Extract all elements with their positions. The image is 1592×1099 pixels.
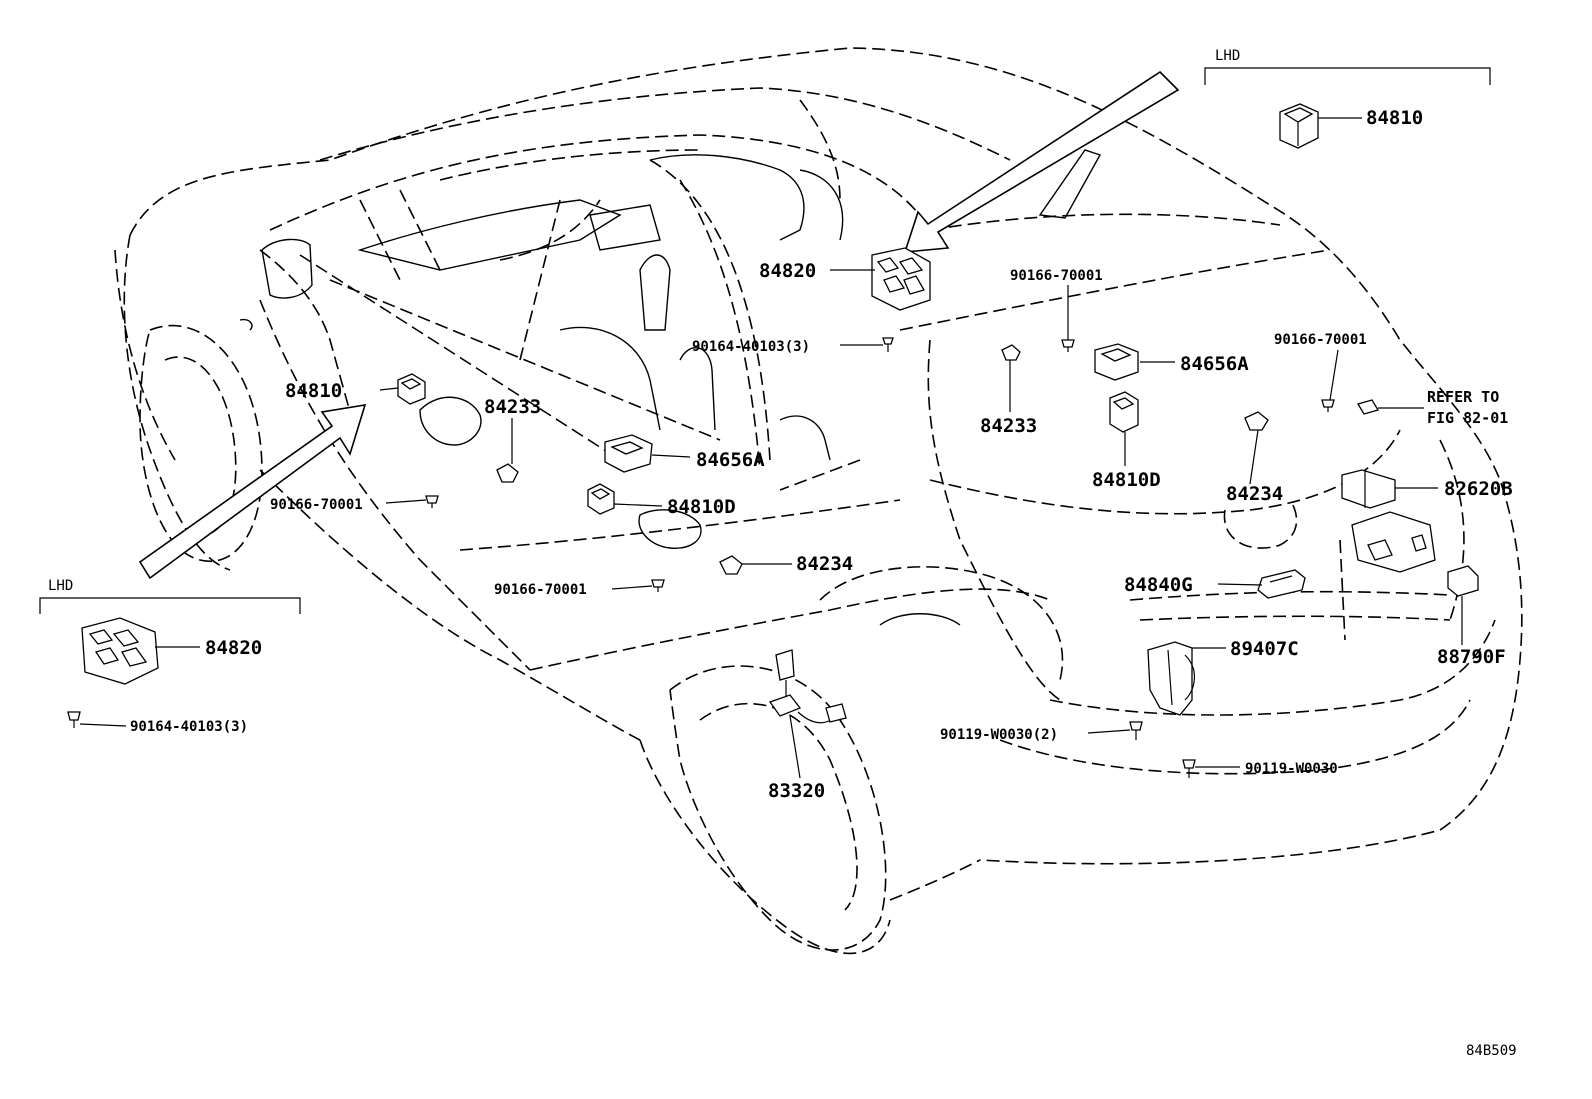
screw-90166-left2-icon: [651, 579, 665, 592]
master-switch-84820-lhd-icon: [81, 617, 159, 685]
label-84234-right: 84234: [1226, 483, 1283, 505]
vehicle-interior-detail: [239, 149, 1102, 626]
label-84656a-left: 84656A: [696, 449, 765, 471]
lhd-label-top: LHD: [1215, 48, 1240, 64]
label-84820-main: 84820: [759, 260, 816, 282]
part-labels: 84810 84820 90166-70001 90164-40103(3) 9…: [130, 107, 1517, 1059]
label-82620b: 82620B: [1444, 478, 1513, 500]
label-84820-lhd: 84820: [205, 637, 262, 659]
pin-84234-right-icon: [1244, 411, 1269, 431]
label-84233-left: 84233: [484, 396, 541, 418]
label-90166-center: 90166-70001: [1010, 268, 1103, 284]
switch-84656a-right-icon: [1094, 343, 1139, 381]
label-90166-left1: 90166-70001: [270, 497, 363, 513]
bolt-90119-b-icon: [1182, 759, 1196, 778]
callout-arrow-upper: [903, 70, 1180, 253]
label-84234-left: 84234: [796, 553, 853, 575]
label-84233-right: 84233: [980, 415, 1037, 437]
sensor-83320-icon: [768, 649, 847, 724]
bracket-82620b-icon: [1341, 469, 1396, 509]
switch-84810d-left-icon: [587, 483, 615, 515]
pin-84233-left-icon: [496, 463, 519, 483]
label-84840g: 84840G: [1124, 574, 1193, 596]
leader-lines: [79, 117, 1463, 779]
switch-84840g-icon: [1257, 569, 1306, 599]
part-glyphs: [67, 103, 1479, 778]
vehicle-body-outline: [114, 47, 1523, 955]
label-90166-left2: 90166-70001: [494, 582, 587, 598]
screw-90166-right-icon: [1321, 399, 1335, 412]
bracket-89407c-icon: [1147, 641, 1195, 716]
label-90164-main: 90164-40103(3): [692, 339, 810, 355]
pin-84233-right-icon: [1001, 344, 1021, 361]
bolt-90119-a-icon: [1129, 721, 1143, 740]
screw-90164-lhd-icon: [67, 711, 81, 728]
pin-84234-left-icon: [719, 555, 743, 575]
lhd-box-top: LHD: [1204, 48, 1491, 85]
label-90119-a: 90119-W0030(2): [940, 727, 1058, 743]
screw-90166-left1-icon: [425, 495, 439, 508]
label-refer-to: REFER TO: [1427, 388, 1499, 406]
diagram-id: 84B509: [1466, 1043, 1517, 1059]
lhd-label-bottom: LHD: [48, 578, 73, 594]
nut-refer-icon: [1357, 399, 1379, 415]
latch-assembly-icon: [1351, 511, 1436, 573]
callout-arrow-lower: [138, 404, 367, 580]
label-84810-top: 84810: [1366, 107, 1423, 129]
label-84810-left: 84810: [285, 380, 342, 402]
label-84810d-right: 84810D: [1092, 469, 1161, 491]
sensor-88790f-icon: [1447, 565, 1479, 597]
switch-84810-left-icon: [397, 373, 426, 405]
label-90119-b: 90119-W0030: [1245, 761, 1338, 777]
label-90164-lhd: 90164-40103(3): [130, 719, 248, 735]
label-refer-fig: FIG 82-01: [1427, 409, 1508, 427]
switch-84810d-right-icon: [1109, 391, 1139, 433]
label-88790f: 88790F: [1437, 646, 1506, 668]
screw-90166-center-icon: [1061, 339, 1075, 352]
label-83320: 83320: [768, 780, 825, 802]
switch-84810-top-icon: [1279, 103, 1319, 149]
master-switch-84820-icon: [871, 247, 931, 311]
label-89407c: 89407C: [1230, 638, 1299, 660]
label-84810d-left: 84810D: [667, 496, 736, 518]
switch-84656a-left-icon: [604, 434, 653, 473]
label-84656a-right: 84656A: [1180, 353, 1249, 375]
lhd-box-bottom: LHD: [39, 578, 301, 614]
screw-90164-main-icon: [882, 337, 894, 352]
label-90166-right: 90166-70001: [1274, 332, 1367, 348]
